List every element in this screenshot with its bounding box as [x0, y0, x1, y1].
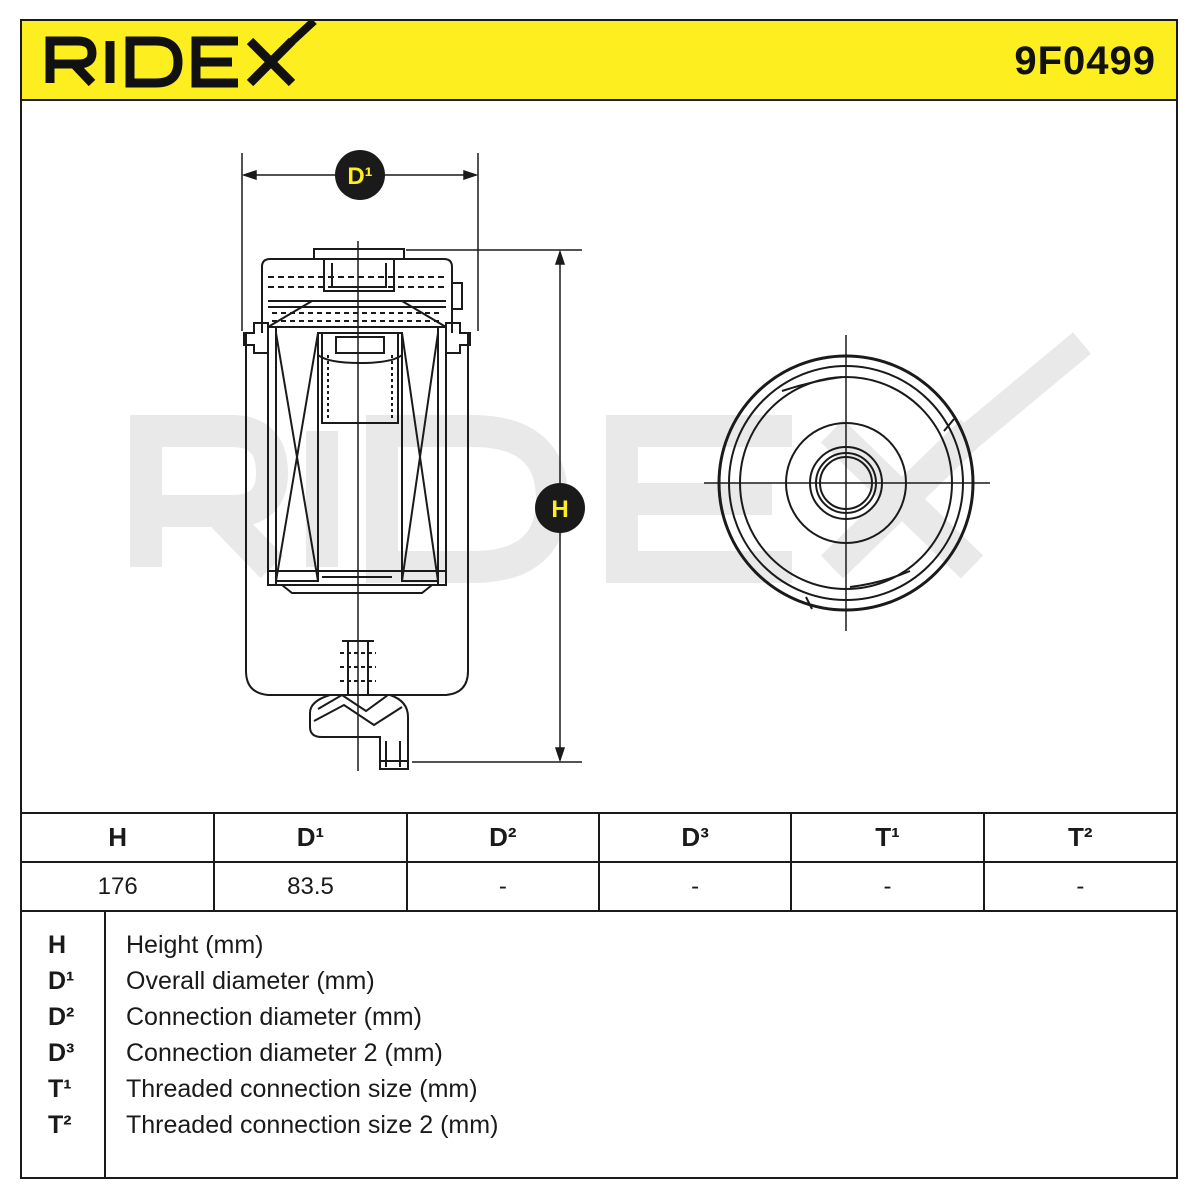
specs-value-cell: 176 [22, 862, 216, 912]
specs-header-cell: T² [983, 814, 1176, 863]
legend-key: D¹ [48, 967, 75, 995]
legend-key: T² [48, 1111, 72, 1139]
specs-value-cell: - [791, 862, 985, 912]
legend-item: H Height (mm) [22, 927, 1176, 963]
legend-text: Connection diameter (mm) [126, 1003, 422, 1031]
legend-item: T² Threaded connection size 2 (mm) [22, 1107, 1176, 1143]
legend-item: D² Connection diameter (mm) [22, 999, 1176, 1035]
specs-value-cell: - [406, 862, 600, 912]
dimension-lines [241, 153, 582, 763]
part-number: 9F0499 [1014, 39, 1156, 83]
legend-text: Threaded connection size 2 (mm) [126, 1111, 499, 1139]
d1-dimension-badge: D¹ [335, 150, 385, 200]
specs-header-cell: H [22, 814, 216, 863]
ridex-watermark [130, 332, 1091, 583]
legend-key: D² [48, 1003, 75, 1031]
technical-drawing: D¹ H [22, 101, 1176, 814]
specs-table: H D¹ D² D³ T¹ T² 176 83.5 - - - - [22, 814, 1176, 912]
legend-text: Threaded connection size (mm) [126, 1075, 478, 1103]
svg-text:D¹: D¹ [347, 163, 372, 190]
specs-value-row: 176 83.5 - - - - [22, 862, 1176, 912]
legend-key: H [48, 931, 67, 959]
filter-top-view [704, 335, 990, 631]
legend-item: D³ Connection diameter 2 (mm) [22, 1035, 1176, 1071]
legend: H Height (mm) D¹ Overall diameter (mm) D… [22, 911, 1176, 1177]
specs-header-cell: D³ [598, 814, 793, 863]
legend-divider [104, 911, 106, 1177]
header-bar: 9F0499 [22, 21, 1176, 101]
legend-item: D¹ Overall diameter (mm) [22, 963, 1176, 999]
specs-header-row: H D¹ D² D³ T¹ T² [22, 814, 1176, 863]
specs-value-cell: - [598, 862, 793, 912]
legend-item: T¹ Threaded connection size (mm) [22, 1071, 1176, 1107]
specs-value-cell: - [983, 862, 1176, 912]
legend-key: D³ [48, 1039, 75, 1067]
specs-header-cell: T¹ [791, 814, 985, 863]
legend-text: Connection diameter 2 (mm) [126, 1039, 443, 1067]
legend-text: Height (mm) [126, 931, 264, 959]
specs-header-cell: D² [406, 814, 600, 863]
ridex-logo [45, 21, 317, 88]
filter-drawing: D¹ H [130, 150, 1091, 771]
h-dimension-badge: H [535, 483, 585, 533]
legend-text: Overall diameter (mm) [126, 967, 375, 995]
specs-header-cell: D¹ [214, 814, 408, 863]
svg-text:H: H [551, 496, 568, 523]
datasheet-frame: 9F0499 [20, 19, 1178, 1179]
filter-side-view [243, 241, 471, 771]
legend-key: T¹ [48, 1075, 72, 1103]
specs-value-cell: 83.5 [214, 862, 408, 912]
